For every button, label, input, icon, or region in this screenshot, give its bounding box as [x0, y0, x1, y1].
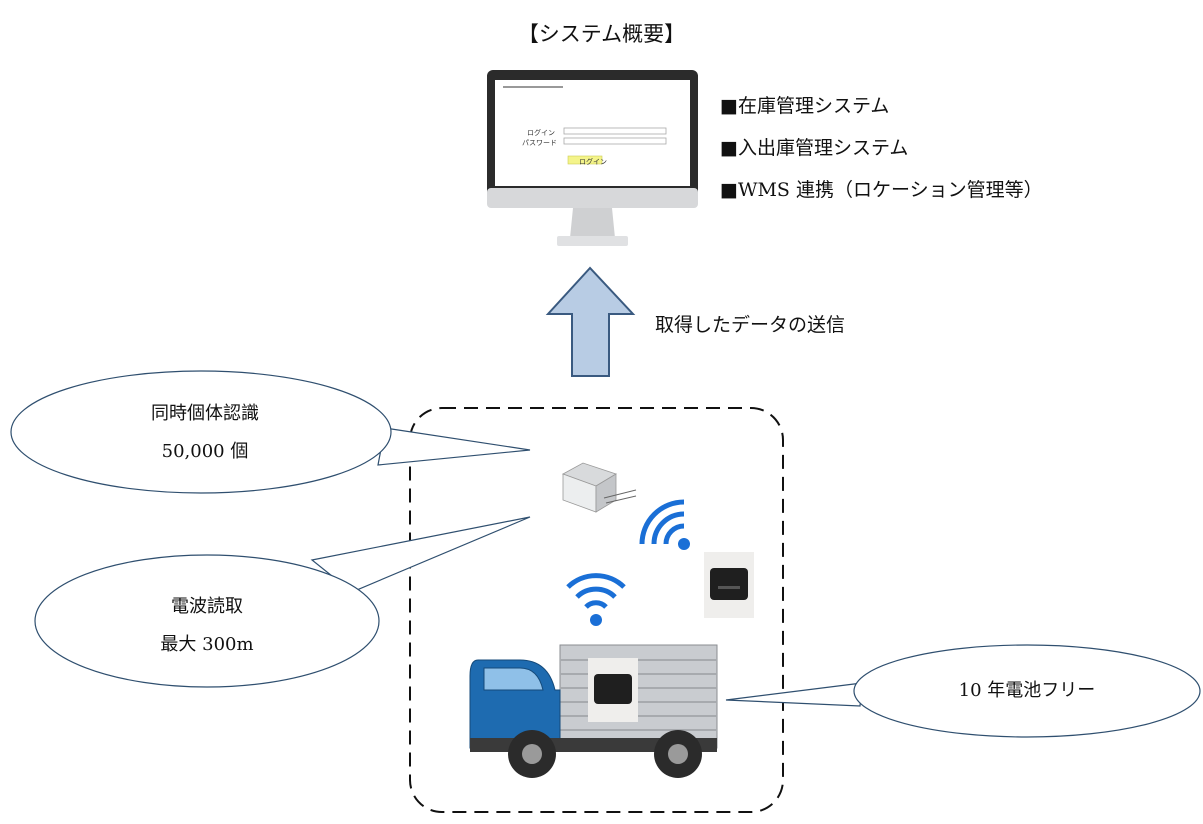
callout-simultaneous — [10, 370, 531, 494]
upload-arrow-icon — [545, 266, 636, 377]
callout-radio-line2: 最大 300m — [160, 634, 254, 655]
reader-device-icon — [562, 462, 637, 513]
arrow-label: 取得したデータの送信 — [655, 314, 846, 336]
callout-radio-line1: 電波読取 — [171, 596, 243, 617]
device-area-box — [409, 407, 784, 813]
callout-simultaneous-line2: 50,000 個 — [161, 441, 249, 462]
callout-radio — [34, 516, 531, 688]
feature-inout: ■入出庫管理システム — [720, 137, 909, 159]
feature-inventory: ■在庫管理システム — [720, 95, 890, 117]
feature-wms: ■WMS 連携（ロケーション管理等） — [720, 179, 1043, 201]
wifi-signal-icon — [566, 573, 626, 626]
tag-device-icon — [704, 552, 754, 618]
callout-battery-text: 10 年電池フリー — [958, 680, 1096, 701]
screen-password-label: パスワード — [522, 139, 557, 147]
callout-battery — [725, 644, 1201, 738]
wifi-signal-icon — [639, 499, 690, 550]
truck-icon — [469, 644, 718, 778]
callout-simultaneous-line1: 同時個体認識 — [151, 403, 259, 424]
screen-login-button: ログイン — [579, 158, 607, 166]
page-title: 【システム概要】 — [517, 22, 686, 46]
screen-login-label: ログイン — [527, 129, 555, 137]
monitor-icon — [487, 70, 698, 262]
